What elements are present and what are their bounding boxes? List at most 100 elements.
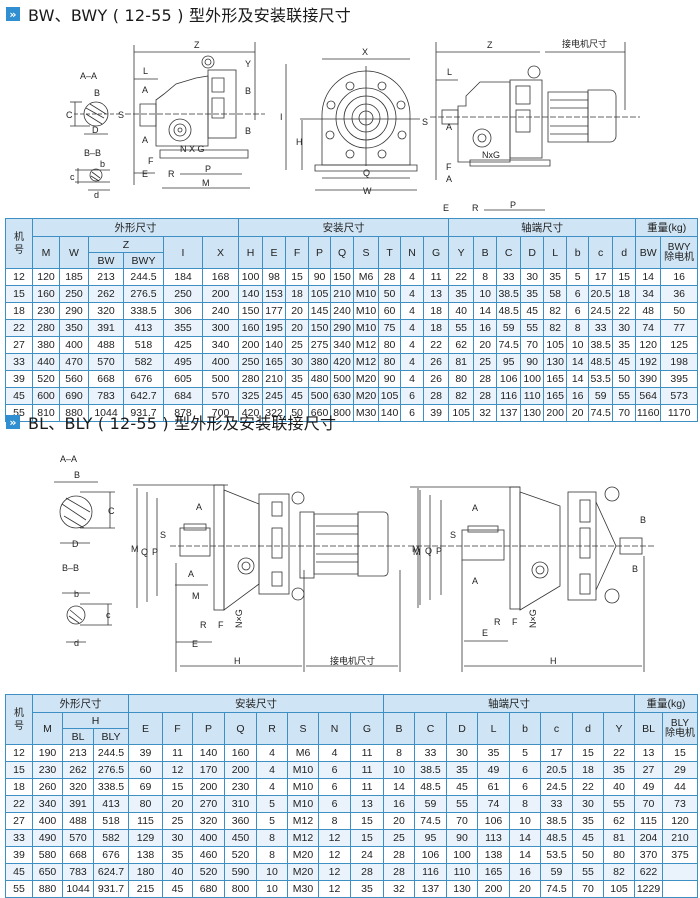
- value-cell: 35: [162, 846, 194, 864]
- svg-text:W: W: [363, 186, 372, 196]
- value-cell: 262: [62, 761, 94, 779]
- svg-text:M: M: [413, 547, 421, 557]
- value-cell: 520: [192, 863, 226, 881]
- value-cell: 22: [423, 336, 450, 354]
- svg-text:b: b: [100, 159, 105, 169]
- value-cell: 150: [238, 302, 264, 320]
- value-cell: 50: [285, 404, 310, 422]
- value-cell: 4: [318, 744, 352, 762]
- value-cell: 80: [378, 353, 402, 371]
- value-cell: 11: [423, 268, 450, 286]
- value-cell: 98: [262, 268, 287, 286]
- value-cell: 15: [162, 778, 194, 796]
- value-cell: 90: [520, 353, 545, 371]
- value-cell: 500: [330, 370, 355, 388]
- value-cell: 676: [123, 370, 164, 388]
- value-cell: 35: [477, 744, 511, 762]
- model-cell: 39: [5, 846, 33, 864]
- value-cell: 35: [350, 880, 385, 898]
- value-cell: 74.5: [414, 812, 448, 830]
- value-cell: 630: [330, 387, 355, 405]
- value-cell: 15: [350, 829, 385, 847]
- svg-text:E: E: [142, 169, 148, 179]
- value-cell: 690: [59, 387, 89, 405]
- svg-text:P: P: [436, 546, 442, 556]
- value-cell: 380: [32, 336, 60, 354]
- value-cell: 200: [201, 285, 240, 303]
- value-cell: 290: [59, 302, 89, 320]
- value-cell: 15: [572, 744, 605, 762]
- col-header: H: [238, 236, 264, 269]
- svg-text:B: B: [94, 88, 100, 98]
- value-cell: 62: [448, 336, 475, 354]
- value-cell: 642.7: [123, 387, 164, 405]
- svg-text:B–B: B–B: [84, 148, 101, 158]
- value-cell: 12: [318, 829, 352, 847]
- value-cell: 153: [262, 285, 287, 303]
- svg-text:R: R: [494, 617, 501, 627]
- value-cell: 783: [62, 863, 94, 881]
- value-cell: 69: [128, 778, 164, 796]
- side-view-drawing: Z Y L A A B B S N X G F E R P M: [118, 40, 265, 189]
- motor-side-view-drawing: Z 接电机尺寸 L A A S NxG F E R P: [422, 38, 640, 212]
- value-cell: 8: [318, 812, 352, 830]
- svg-text:D: D: [72, 539, 79, 549]
- value-cell: 1044: [88, 404, 124, 422]
- value-cell: 11: [162, 744, 194, 762]
- value-cell: 74.5: [496, 336, 522, 354]
- value-cell: 110: [520, 387, 545, 405]
- col-header: S: [287, 712, 320, 745]
- bw-dimension-drawing: A–A C B D B–B c b d Z Y L: [0, 30, 700, 212]
- value-cell: 30: [162, 829, 194, 847]
- value-cell: 306: [163, 302, 203, 320]
- value-cell: 14: [509, 829, 542, 847]
- value-cell: 4: [400, 353, 425, 371]
- value-cell: 35: [543, 268, 568, 286]
- value-cell: 931.7: [123, 404, 164, 422]
- value-cell: 22: [603, 744, 636, 762]
- value-cell: 12: [318, 880, 352, 898]
- value-cell: 500: [308, 387, 332, 405]
- value-cell: 16: [566, 387, 590, 405]
- value-cell: [662, 880, 699, 898]
- col-header: N: [318, 712, 352, 745]
- value-cell: 13: [350, 795, 385, 813]
- col-header: T: [378, 236, 402, 269]
- value-cell: 30: [285, 353, 310, 371]
- col-header: M: [32, 236, 60, 269]
- model-cell: 39: [5, 370, 33, 388]
- col-header: Y: [448, 236, 475, 269]
- svg-text:M: M: [202, 178, 210, 188]
- value-cell: 440: [32, 353, 60, 371]
- value-cell: 1229: [634, 880, 664, 898]
- svg-text:A: A: [196, 502, 202, 512]
- value-cell: 130: [520, 404, 545, 422]
- section-title-text: BL、BLY ( 12-55 ) 型外形及安装联接尺寸: [28, 414, 337, 433]
- col-header: BLY: [92, 728, 130, 745]
- header-shaft: 轴端尺寸: [383, 694, 636, 713]
- value-cell: 80: [448, 370, 475, 388]
- section-title-text: BW、BWY ( 12-55 ) 型外形及安装联接尺寸: [28, 6, 351, 25]
- svg-text:NxG: NxG: [482, 150, 500, 160]
- value-cell: 1170: [660, 404, 699, 422]
- value-cell: 74.5: [588, 404, 614, 422]
- value-cell: 38.5: [588, 336, 614, 354]
- value-cell: 59: [540, 863, 574, 881]
- svg-text:L: L: [447, 67, 452, 77]
- value-cell: 33: [496, 268, 522, 286]
- value-cell: 4: [256, 778, 289, 796]
- value-cell: 90: [378, 370, 402, 388]
- model-cell: 45: [5, 863, 33, 881]
- svg-text:B: B: [245, 86, 251, 96]
- value-cell: 50: [612, 370, 637, 388]
- value-cell: 22: [612, 302, 637, 320]
- value-cell: 59: [588, 387, 614, 405]
- value-cell: 165: [543, 370, 568, 388]
- value-cell: 39: [128, 744, 164, 762]
- svg-text:A: A: [142, 85, 148, 95]
- value-cell: 4: [256, 761, 289, 779]
- col-header: F: [162, 712, 194, 745]
